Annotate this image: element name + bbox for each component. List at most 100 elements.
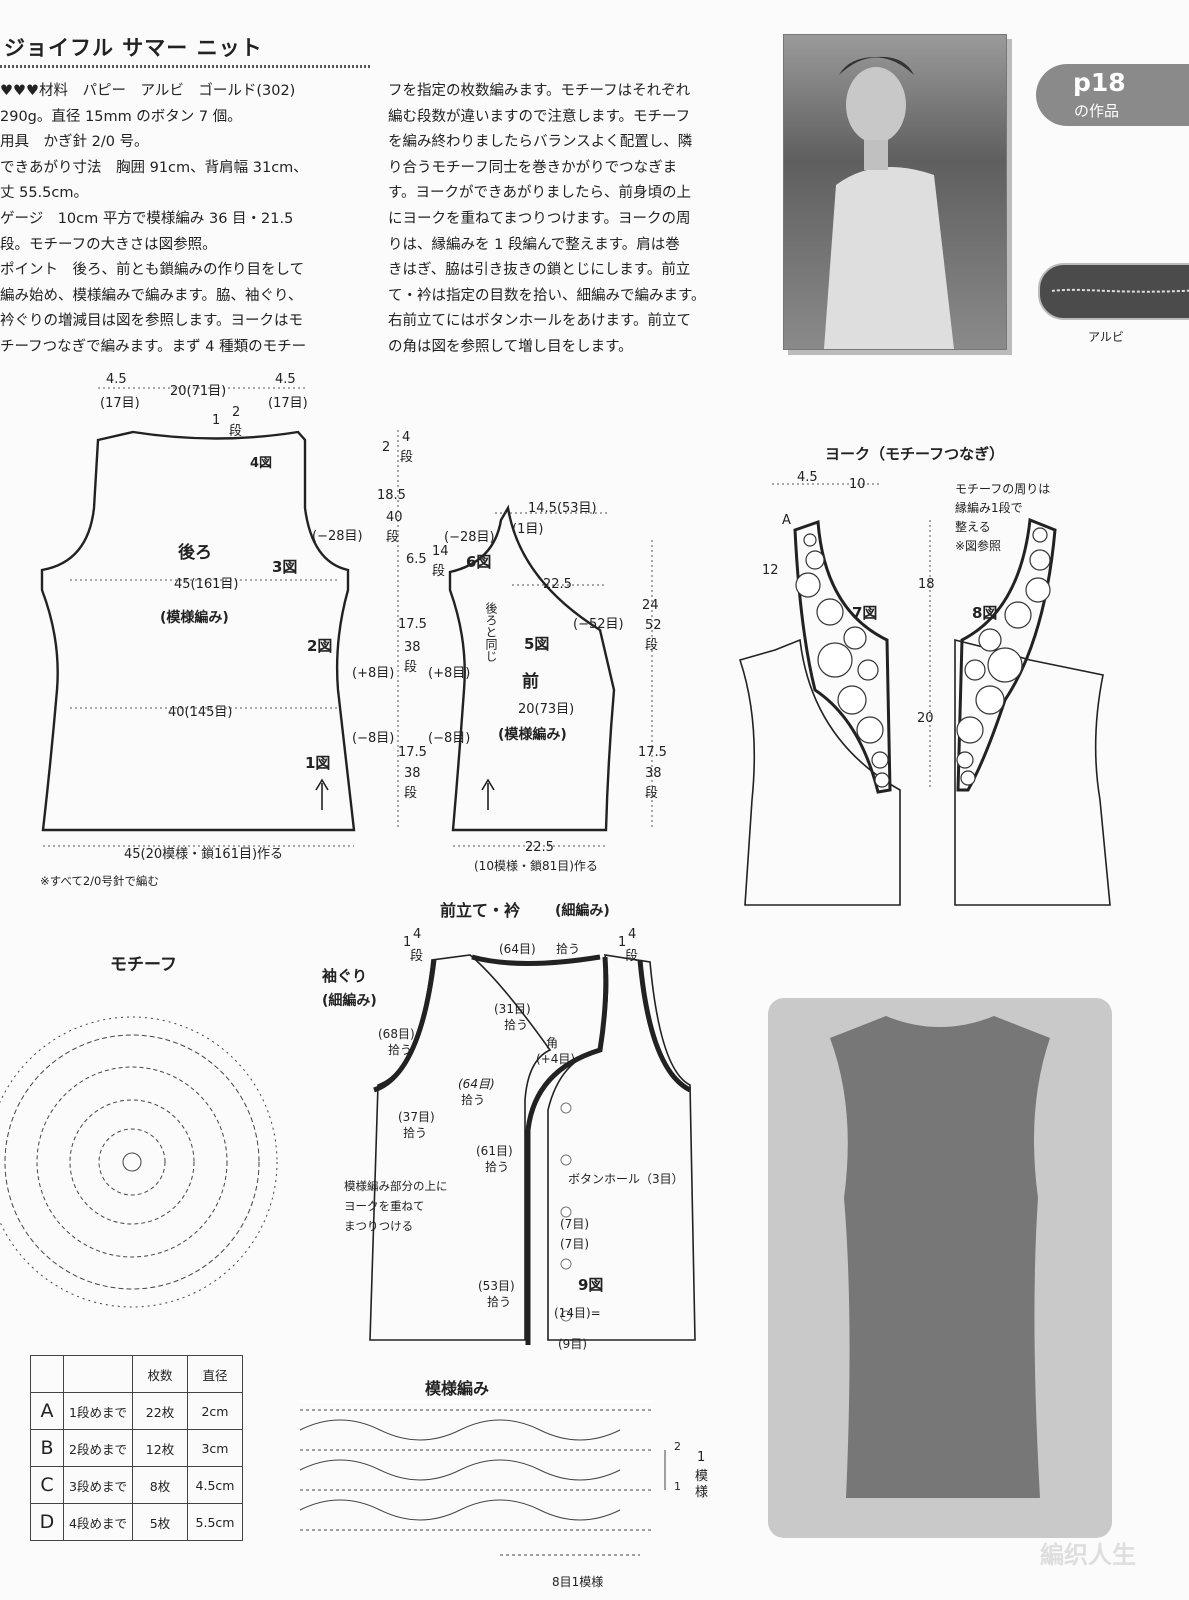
page-badge: p18 の作品 [1036,64,1189,126]
front-inc: (+8目) [428,666,471,681]
back-pattern: (模様編み) [160,610,229,626]
text-line: ゲージ 10cm 平方で模様編み 36 目・21.5 [0,210,294,227]
front-r2b: 38 [645,766,662,781]
back-armhole-dec: (−28目) [312,529,363,544]
text-line: チーフつなぎで編みます。まず 4 種類のモチー [0,338,307,355]
band-l1: 1 [403,935,412,950]
stitch-arrow-1: 1 [674,1480,681,1493]
front-d4b: 38 [404,640,421,655]
front-outline [448,504,616,832]
yoke-zu8: 8図 [972,604,998,622]
front-r2: 17.5 [638,745,667,760]
yoke-bodice [738,638,1111,906]
band-n64p: 拾う [461,1093,486,1107]
buttonhole-label: ボタンホール（3目） [568,1172,684,1186]
back-neck-a: 1 [212,413,221,428]
table-header [63,1355,133,1393]
instructions-col-1: ♥♥♥材料 パピー アルビ ゴールド(302) 290g。直径 15mm のボタ… [0,79,308,361]
yoke-title: ヨーク（モチーフつなぎ） [825,445,1005,463]
yoke-note-line: モチーフの周りは [955,482,1051,496]
dim-shoulder-right: 4.5 [275,372,296,387]
yoke-zu7: 7図 [852,604,878,622]
table-row: A 1段めまで 22枚 2cm [30,1392,243,1430]
front-d5b: 38 [404,766,421,781]
front-bottom: 22.5 [525,840,554,855]
band-r1: 1 [618,935,627,950]
band-s7a: (7目) [560,1217,589,1231]
armhole-pick2: 拾う [388,1043,413,1057]
band-n37: (37目) [398,1110,435,1124]
motif-table: 枚数 直径 A 1段めまで 22枚 2cm B 2段めまで 12枚 3cm C … [30,1355,243,1541]
stitch-repeat-a: 1 [697,1450,706,1465]
band-n37p: 拾う [403,1126,428,1140]
garment-silhouette [830,1016,1050,1498]
front-zu5: 5図 [524,635,550,653]
text-line: 丈 55.5cm。 [0,185,88,202]
dim-back-neck: 20(71目) [170,384,227,399]
table-cell: B [30,1429,64,1467]
yoke-note: モチーフの周りは 縁編み1段で 整える ※図参照 [955,480,1050,556]
band-edges [373,954,692,1345]
text-line: 右前立てにはボタンホールをあけます。前立て [388,313,692,330]
front-same-as-back: 後ろと同じ [484,602,498,662]
armhole-pick: (68目) [378,1027,415,1041]
yoke-note-line: ※図参照 [955,539,1002,553]
overlay-note-line: まつりつける [344,1219,414,1233]
band-n53: (53目) [478,1279,515,1293]
text-line: にヨークを重ねてまつりつけます。ヨークの周 [388,210,691,227]
text-line: を編み終わりましたらバランスよく配置し、隣 [388,134,693,151]
front-d5c: 段 [404,786,418,801]
table-cell: 3段めまで [63,1466,133,1504]
table-header: 直径 [187,1355,243,1393]
text-line: 用具 かぎ針 2/0 号。 [0,134,149,151]
yarn-label: アルビ [1088,330,1124,344]
front-d2c: 段 [386,530,400,545]
band-corner: 角 [546,1036,559,1050]
front-r1: 24 [642,598,659,613]
front-d3: 6.5 [406,552,427,567]
dim-shoulder-right-st: (17目) [268,396,308,411]
back-chest: 45(161目) [174,577,239,592]
band-n64: (64目) [458,1077,495,1091]
front-r1c: 段 [645,638,659,653]
front-side-dec: (−52目) [573,617,624,632]
text-line: 290g。直径 15mm のボタン 7 個。 [0,108,242,125]
front-bottom-st: (10模様・鎖81目)作る [474,859,598,873]
text-line: 編み始め、模様編みで編みます。脇、袖ぐり、 [0,287,303,304]
stitch-arrow-2: 2 [674,1440,681,1453]
yoke-left-outline [793,519,892,794]
yoke-w1: 4.5 [797,470,818,485]
page-badge-label: の作品 [1074,102,1120,120]
front-d1: 2 [382,440,391,455]
stitch-repeat-b: 模 [695,1469,709,1484]
front-d5: 17.5 [398,745,427,760]
front-d2b: 40 [386,510,403,525]
stitch-repeat-c: 様 [695,1485,709,1500]
back-neck-b: 2 [232,405,241,420]
front-hem-arrow [481,778,495,810]
band-n61p: 拾う [485,1160,510,1174]
back-zu4: 4図 [250,456,273,471]
yarn-sample [1038,263,1189,320]
back-dec: (−8目) [352,731,395,746]
text-line: りは、縁編みを 1 段編んで整えます。肩は巻 [388,236,680,253]
front-d1c: 段 [400,450,414,465]
page-number: p18 [1073,68,1126,97]
model-silhouette [824,56,954,349]
text-line: ♥♥♥材料 パピー アルビ ゴールド(302) [0,83,296,99]
band-l1c: 段 [410,949,424,964]
stitch-bottom: 8目1模様 [552,1575,604,1589]
buttonholes [560,1102,572,1322]
front-w1: 22.5 [543,577,572,592]
band-title: 前立て・衿 [440,901,521,920]
band-r1b: 4 [628,927,637,942]
table-header [30,1355,64,1393]
motif-title: モチーフ [110,955,177,975]
yoke-right-outline [956,517,1057,792]
band-title-sub: (細編み) [555,903,610,919]
back-zu3: 3図 [272,558,298,576]
text-line: 編む段数が違いますので注意します。モチーフ [388,108,691,125]
text-line: ポイント 後ろ、前とも鎖編みの作り目をして [0,262,305,279]
text-line: フを指定の枚数編みます。モチーフはそれぞれ [388,83,691,99]
